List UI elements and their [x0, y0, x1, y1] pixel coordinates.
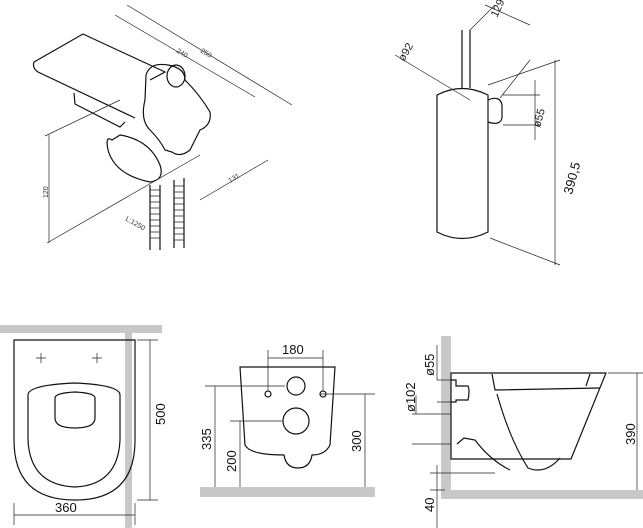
- dim-390: 390: [623, 423, 638, 445]
- dim-240: 240: [175, 48, 189, 60]
- floor: [441, 490, 643, 499]
- dim-120: 120: [43, 186, 50, 198]
- dimension-lines: [412, 345, 643, 528]
- dim-300: 300: [349, 430, 364, 452]
- hose-ribbing: [150, 185, 184, 241]
- toilet-back-outline: [239, 366, 336, 469]
- wall: [441, 336, 451, 496]
- shelf-bracket: [73, 92, 126, 128]
- dim-200: 200: [224, 450, 239, 472]
- hygienic-shower-drawing: 250 240 131 120 L:1250: [32, 4, 293, 250]
- inlet-hole: [286, 376, 306, 396]
- wall-top: [0, 325, 162, 333]
- dim-d55: ø55: [531, 107, 548, 128]
- wall-bracket: [487, 97, 503, 124]
- dim-d92: ø92: [396, 41, 416, 63]
- dim-131: 131: [227, 173, 241, 185]
- outlet-hole: [282, 407, 310, 435]
- toilet-outline: [13, 339, 136, 501]
- dim-d102: ø102: [403, 382, 418, 412]
- toilet-seat: [27, 382, 121, 488]
- dim-hose-length: L:1250: [124, 216, 146, 233]
- toilet-front-view: 500 360: [0, 325, 168, 528]
- dimension-lines: [205, 350, 375, 487]
- bowl-profile: [491, 373, 601, 471]
- shower-head: [166, 64, 186, 88]
- toilet-side-outline: [450, 372, 607, 460]
- dim-129: 129: [489, 0, 508, 19]
- toilet-side-view: ø55 ø102 390 40: [403, 336, 643, 528]
- dimension-lines: [394, 4, 561, 266]
- dim-40: 40: [422, 498, 437, 512]
- inlet-pipe: [451, 379, 470, 403]
- shelf: [32, 33, 167, 119]
- toilet-back-view: 180 335 200 300: [199, 342, 375, 497]
- dimension-lines: [13, 339, 158, 525]
- brush-handle: [461, 30, 471, 88]
- dimension-lines: [44, 4, 293, 244]
- holder-body: [106, 134, 162, 183]
- dim-360: 360: [55, 500, 77, 515]
- dim-250: 250: [199, 48, 213, 60]
- brush-cylinder: [436, 87, 489, 240]
- dim-390-5: 390,5: [560, 160, 583, 195]
- dim-180: 180: [282, 342, 304, 357]
- wall-side: [125, 333, 132, 528]
- mounting-hole-left: [264, 390, 272, 398]
- dim-335: 335: [199, 428, 214, 450]
- dim-500: 500: [153, 403, 168, 425]
- brush-holder-drawing: 129 ø92 ø55 390,5: [394, 0, 583, 266]
- outlet-trap: [456, 437, 511, 471]
- seat-lid-button: [54, 391, 96, 429]
- floor: [200, 487, 375, 497]
- hoses: [149, 178, 185, 250]
- dim-d55: ø55: [422, 354, 437, 376]
